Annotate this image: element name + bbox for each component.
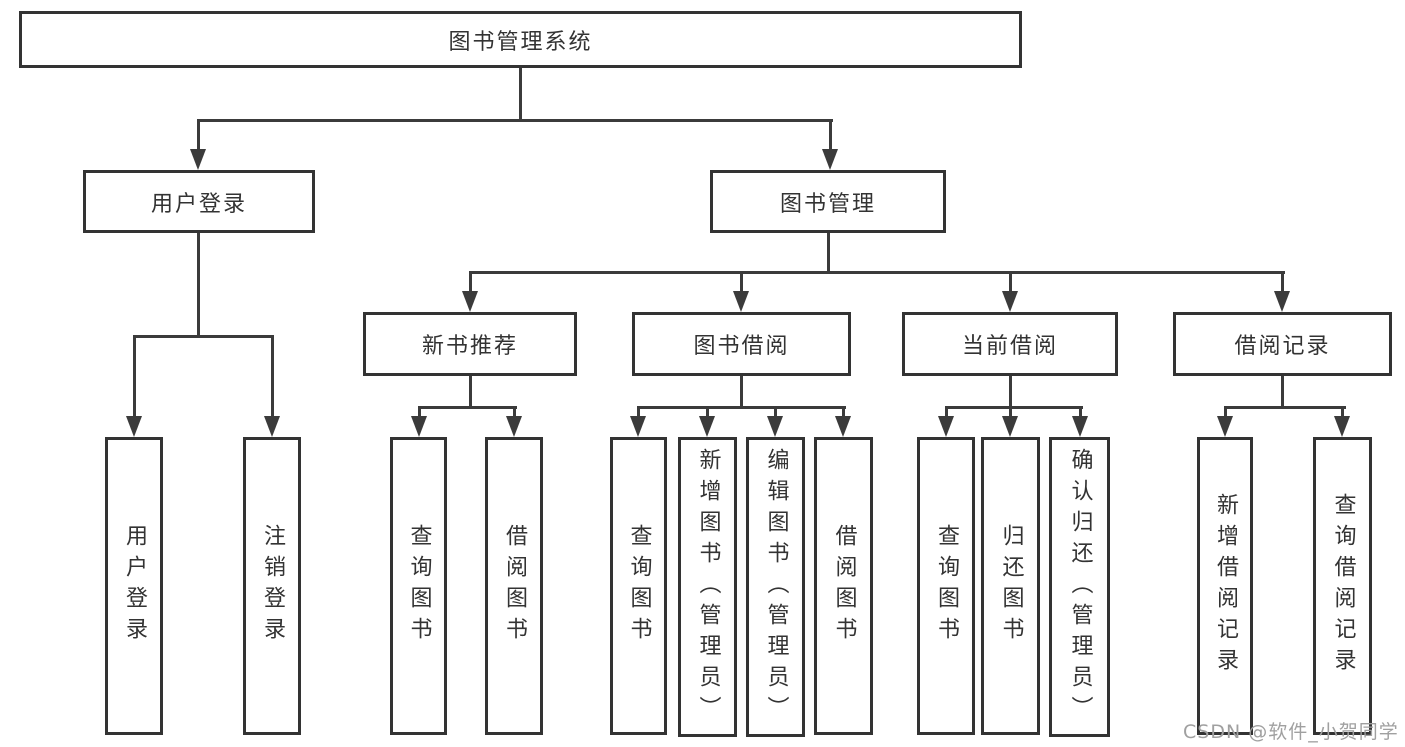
connector-drop [418,406,421,419]
connector-drop [197,119,200,151]
arrowhead-down-icon [1002,416,1018,437]
arrowhead-down-icon [938,416,954,437]
leaf-confirm-return: 确认归还（管理员） [1049,437,1110,737]
arrowhead-down-icon [630,416,646,437]
arrowhead-down-icon [733,291,749,312]
connector-drop [133,335,136,417]
arrowhead-down-icon [1274,291,1290,312]
arrowhead-down-icon [767,416,783,437]
connector-borrow-bar [637,406,846,409]
leaf-borrow-book-2-label: 借阅图书 [831,524,857,648]
connector-bookmgmt-stem [827,233,830,274]
node-root-label: 图书管理系统 [448,29,593,55]
connector-drop [513,406,516,419]
connector-bookmgmt-bar [469,271,1285,274]
connector-newbook-bar [418,406,517,409]
connector-drop [740,271,743,295]
connector-drop [842,406,845,419]
connector-drop [469,271,472,295]
leaf-user-login: 用户登录 [105,437,163,735]
node-new-book-rec: 新书推荐 [363,312,577,376]
leaf-add-book-label: 新增图书（管理员） [695,447,721,727]
leaf-borrow-book-2: 借阅图书 [814,437,873,735]
arrowhead-down-icon [126,416,142,437]
arrowhead-down-icon [506,416,522,437]
leaf-query-book-3: 查询图书 [917,437,975,735]
node-user-login-label: 用户登录 [150,191,247,217]
arrowhead-down-icon [1002,291,1018,312]
arrowhead-down-icon [411,416,427,437]
node-book-mgmt-label: 图书管理 [779,191,876,217]
node-borrow-record: 借阅记录 [1173,312,1392,376]
node-book-borrow: 图书借阅 [632,312,851,376]
arrowhead-down-icon [699,416,715,437]
leaf-return-book: 归还图书 [981,437,1040,735]
leaf-confirm-return-label: 确认归还（管理员） [1067,447,1093,727]
leaf-logout: 注销登录 [243,437,301,735]
leaf-query-record: 查询借阅记录 [1313,437,1372,735]
leaf-query-book-2: 查询图书 [610,437,667,735]
connector-record-stem [1281,376,1284,409]
node-book-mgmt: 图书管理 [710,170,946,233]
leaf-edit-book-label: 编辑图书（管理员） [763,447,789,727]
connector-root-stem [519,68,522,122]
connector-drop [829,119,832,151]
connector-borrow-stem [740,376,743,409]
leaf-add-record-label: 新增借阅记录 [1213,493,1238,679]
connector-newbook-stem [469,376,472,409]
node-current-borrow-label: 当前借阅 [961,334,1058,359]
leaf-return-book-label: 归还图书 [998,524,1024,648]
connector-drop [637,406,640,419]
connector-drop [1079,406,1082,419]
connector-userlogin-stem [197,233,200,338]
arrowhead-down-icon [1334,416,1350,437]
connector-current-stem [1009,376,1012,409]
node-current-borrow: 当前借阅 [902,312,1118,376]
node-borrow-record-label: 借阅记录 [1234,334,1331,359]
arrowhead-down-icon [1072,416,1088,437]
connector-drop [774,406,777,419]
leaf-add-book: 新增图书（管理员） [678,437,737,737]
leaf-add-record: 新增借阅记录 [1197,437,1253,735]
leaf-borrow-book-1-label: 借阅图书 [502,524,527,648]
node-root: 图书管理系统 [19,11,1022,68]
connector-root-bar [197,119,833,122]
arrowhead-down-icon [264,416,280,437]
leaf-logout-label: 注销登录 [260,524,285,648]
connector-drop [1009,406,1012,419]
connector-drop [1341,406,1344,419]
node-user-login: 用户登录 [83,170,315,233]
arrowhead-down-icon [822,149,838,170]
connector-drop [706,406,709,419]
leaf-user-login-label: 用户登录 [122,524,147,648]
leaf-borrow-book-1: 借阅图书 [485,437,543,735]
leaf-query-book-2-label: 查询图书 [626,524,652,648]
connector-drop [271,335,274,417]
arrowhead-down-icon [835,416,851,437]
leaf-query-book-1: 查询图书 [390,437,447,735]
leaf-query-book-1-label: 查询图书 [406,524,432,648]
connector-userlogin-bar [133,335,274,338]
connector-drop [1009,271,1012,295]
connector-current-bar [945,406,1083,409]
leaf-edit-book: 编辑图书（管理员） [746,437,805,737]
leaf-query-record-label: 查询借阅记录 [1330,493,1356,679]
connector-record-bar [1224,406,1346,409]
csdn-watermark: CSDN @软件_小贺同学 [1183,721,1399,743]
node-book-borrow-label: 图书借阅 [693,334,790,359]
connector-drop [1281,271,1284,295]
leaf-query-book-3-label: 查询图书 [934,524,959,648]
arrowhead-down-icon [1217,416,1233,437]
arrowhead-down-icon [462,291,478,312]
node-new-book-rec-label: 新书推荐 [421,334,518,359]
arrowhead-down-icon [190,149,206,170]
connector-drop [945,406,948,419]
connector-drop [1224,406,1227,419]
